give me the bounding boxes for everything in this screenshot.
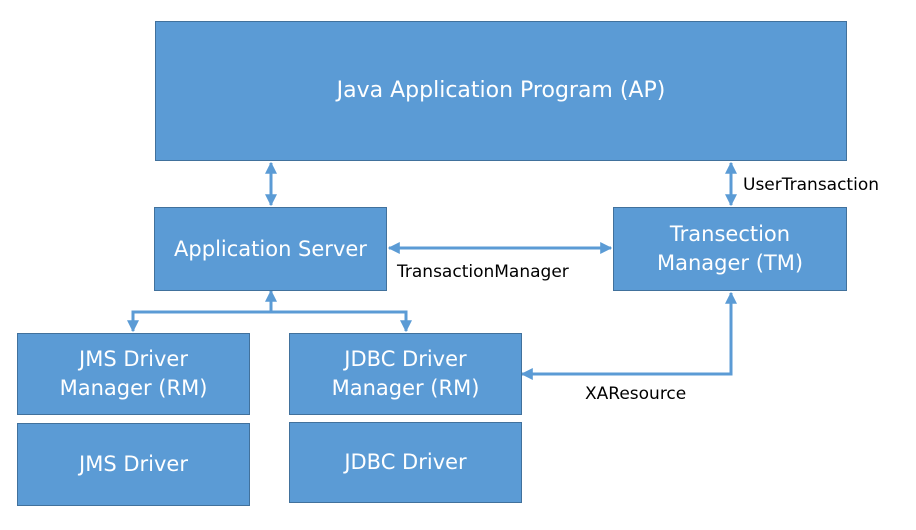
- transaction-manager-interface-label: TransactionManager: [397, 262, 569, 282]
- xa-resource-label: XAResource: [585, 384, 687, 404]
- java-application-program-box: Java Application Program (AP): [155, 21, 847, 161]
- jms-driver-label: JMS Driver: [79, 452, 188, 477]
- jdbc-driver-box: JDBC Driver: [289, 422, 522, 503]
- application-server-label: Application Server: [174, 236, 367, 261]
- java-application-program-label: Java Application Program (AP): [336, 77, 666, 103]
- jdbc-driver-label: JDBC Driver: [344, 450, 467, 475]
- jms-driver-manager-box: JMS Driver Manager (RM): [17, 333, 250, 415]
- jdbc-driver-manager-box: JDBC Driver Manager (RM): [289, 333, 522, 415]
- jms-driver-box: JMS Driver: [17, 423, 250, 506]
- transaction-manager-label: Transection Manager (TM): [656, 222, 804, 275]
- jms-driver-manager-label: JMS Driver Manager (RM): [59, 347, 208, 400]
- arrow-branch-jdbc: [271, 310, 412, 333]
- user-transaction-label: UserTransaction: [743, 175, 879, 195]
- arrow-jdbc-tm: [520, 291, 737, 380]
- transaction-manager-box: Transection Manager (TM): [613, 207, 847, 291]
- arrow-branch-jms: [127, 310, 271, 333]
- jdbc-driver-manager-label: JDBC Driver Manager (RM): [331, 347, 480, 400]
- application-server-box: Application Server: [154, 207, 387, 291]
